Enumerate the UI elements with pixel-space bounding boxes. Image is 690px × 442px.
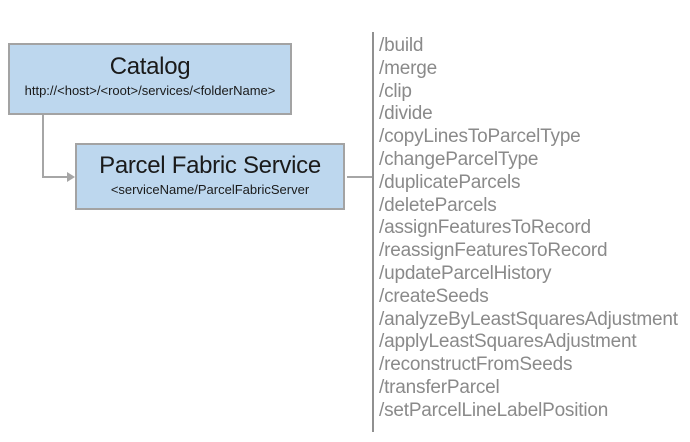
operation-item: /divide [379,103,433,125]
parcel-fabric-service-box-title: Parcel Fabric Service [99,152,321,179]
catalog-box: Catalog http://<host>/<root>/services/<f… [8,43,292,115]
operation-item: /reconstructFromSeeds [379,354,573,376]
service-to-operations-connector [347,176,373,178]
parcel-fabric-service-box-path: <serviceName/ParcelFabricServer [110,182,310,197]
operation-item: /copyLinesToParcelType [379,126,581,148]
operation-item: /setParcelLineLabelPosition [379,399,609,421]
operation-item: /assignFeaturesToRecord [379,217,591,239]
operation-item: /createSeeds [379,285,489,307]
operation-item: /merge [379,57,437,79]
operations-separator-line [372,32,374,432]
operation-item: /changeParcelType [379,148,539,170]
operation-item: /applyLeastSquaresAdjustment [379,331,637,353]
operation-item: /clip [379,80,412,102]
catalog-box-title: Catalog [109,53,191,80]
operation-item: /analyzeByLeastSquaresAdjustment [379,308,678,330]
catalog-to-service-connector-vertical [42,115,44,178]
arrow-right-icon [67,172,75,182]
operation-item: /duplicateParcels [379,171,521,193]
operation-item: /updateParcelHistory [379,262,552,284]
operations-list: /build/merge/clip/divide/copyLinesToParc… [379,35,687,423]
catalog-to-service-connector-horizontal [42,176,68,178]
operation-item: /transferParcel [379,376,500,398]
operation-item: /deleteParcels [379,194,497,216]
catalog-box-url: http://<host>/<root>/services/<folderNam… [24,83,276,98]
operation-item: /build [379,35,424,56]
parcel-fabric-service-box: Parcel Fabric Service <serviceName/Parce… [75,143,345,210]
operation-item: /reassignFeaturesToRecord [379,240,608,262]
